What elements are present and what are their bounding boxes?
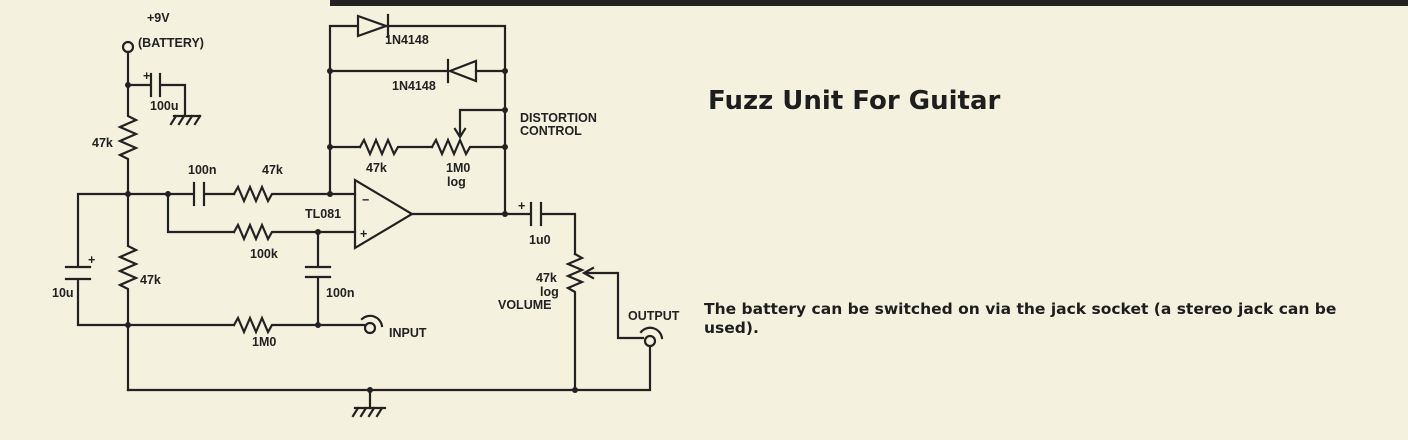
diode-1-symbol bbox=[356, 13, 390, 39]
cap-bias-symbol bbox=[64, 265, 92, 281]
junction-fb-3 bbox=[327, 144, 333, 150]
label-pot-volume: 47k bbox=[536, 271, 557, 285]
label-cap-input-coupling: 100n bbox=[188, 163, 217, 177]
label-supply-note: (BATTERY) bbox=[138, 36, 204, 50]
fuzz-circuit-schematic: +9V (BATTERY) + 100u 47k 47k + 10u 100n … bbox=[52, 11, 680, 418]
wire-bias-left bbox=[76, 192, 130, 327]
opamp-symbol bbox=[353, 178, 415, 250]
wire-feedback-left bbox=[328, 24, 507, 216]
resistor-input-bias bbox=[232, 315, 366, 335]
junction-wiper bbox=[502, 107, 508, 113]
label-opamp-noninv: + bbox=[360, 227, 367, 241]
label-opamp-inv: − bbox=[362, 193, 369, 207]
pot-volume bbox=[565, 252, 585, 392]
pot-distortion-wiper bbox=[453, 108, 507, 140]
wire-supply-rail bbox=[126, 50, 187, 116]
resistor-feedback bbox=[358, 137, 434, 157]
label-cap-supply-polarity: + bbox=[143, 69, 150, 83]
label-r-input-bias: 1M0 bbox=[252, 335, 276, 349]
label-cap-noninv: 100n bbox=[326, 286, 355, 300]
label-cap-output: 1u0 bbox=[529, 233, 551, 247]
label-volume: VOLUME bbox=[498, 298, 551, 312]
label-diode-1: 1N4148 bbox=[385, 33, 429, 47]
label-input: INPUT bbox=[389, 326, 427, 340]
ground-symbol-supply bbox=[169, 114, 202, 126]
label-cap-bias-polarity: + bbox=[88, 253, 95, 267]
junction-volume-ground bbox=[572, 387, 578, 393]
caption-text: The battery can be switched on via the j… bbox=[704, 300, 1337, 337]
page-title: Fuzz Unit For Guitar bbox=[708, 86, 1001, 116]
label-cap-output-polarity: + bbox=[518, 199, 525, 213]
label-supply-voltage: +9V bbox=[147, 11, 170, 25]
junction-input bbox=[315, 322, 321, 328]
label-opamp: TL081 bbox=[305, 207, 341, 221]
label-pot-distortion-taper: log bbox=[447, 175, 466, 189]
junction-fb-4 bbox=[502, 144, 508, 150]
label-r-bias-feed: 100k bbox=[250, 247, 278, 261]
cap-input-coupling-symbol bbox=[192, 181, 206, 207]
wire-bias-feed bbox=[166, 192, 236, 234]
junction-fb-2 bbox=[502, 68, 508, 74]
output-jack bbox=[639, 326, 664, 348]
label-r-bias-top: 47k bbox=[92, 136, 113, 150]
diode-2-symbol bbox=[446, 58, 478, 84]
resistor-input bbox=[232, 184, 357, 204]
pot-volume-wiper bbox=[581, 266, 645, 340]
wire-ground-rail bbox=[126, 345, 652, 392]
supply-terminal bbox=[121, 40, 135, 54]
top-border-bar bbox=[330, 0, 1408, 6]
wire-opamp-output bbox=[410, 212, 577, 256]
label-r-input: 47k bbox=[262, 163, 283, 177]
junction-fb-1 bbox=[327, 68, 333, 74]
input-jack bbox=[360, 314, 384, 335]
label-pot-volume-taper: log bbox=[540, 285, 559, 299]
resistor-bias-feed bbox=[232, 222, 357, 242]
cap-noninv-symbol bbox=[304, 265, 332, 279]
label-cap-bias: 10u bbox=[52, 286, 74, 300]
label-pot-distortion: 1M0 bbox=[446, 161, 470, 175]
pot-distortion bbox=[430, 137, 507, 157]
label-r-bias-bottom: 47k bbox=[140, 273, 161, 287]
label-distortion-1: DISTORTION bbox=[520, 111, 597, 125]
resistor-bias-top bbox=[117, 83, 139, 196]
resistor-bias-bottom bbox=[117, 192, 139, 392]
ground-symbol-main bbox=[351, 406, 387, 418]
cap-output-symbol bbox=[529, 201, 543, 227]
label-cap-supply: 100u bbox=[150, 99, 179, 113]
label-r-feedback: 47k bbox=[366, 161, 387, 175]
label-output: OUTPUT bbox=[628, 309, 680, 323]
label-diode-2: 1N4148 bbox=[392, 79, 436, 93]
label-distortion-2: CONTROL bbox=[520, 124, 582, 138]
cap-supply-symbol bbox=[149, 72, 162, 98]
